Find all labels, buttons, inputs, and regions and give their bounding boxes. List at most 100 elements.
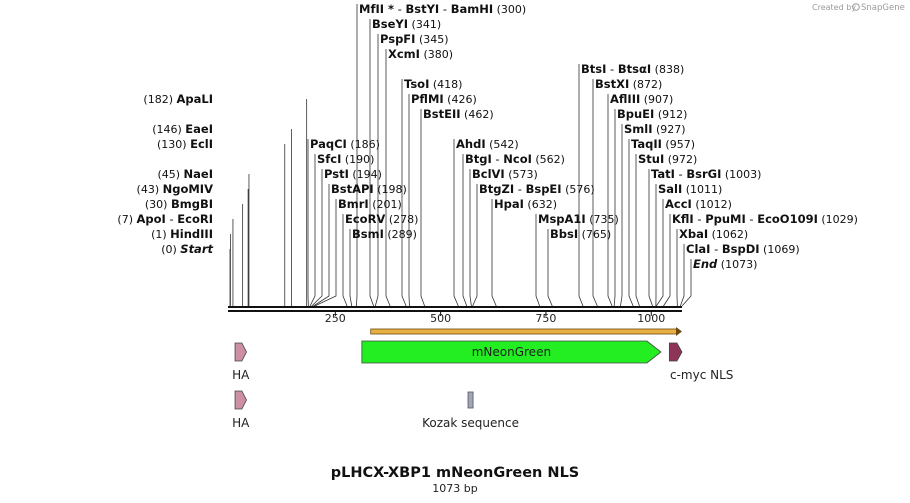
site-taqii[interactable]: TaqII (957) bbox=[631, 137, 695, 151]
restriction-sites: (0) Start(1) HindIII(7) ApoI - EcoRI(30)… bbox=[117, 2, 858, 271]
site-smli[interactable]: SmlI (927) bbox=[624, 122, 686, 136]
site-bseyi[interactable]: BseYI (341) bbox=[372, 17, 441, 31]
site-clai[interactable]: ClaI - BspDI (1069) bbox=[686, 242, 800, 256]
site-label: PflMI (426) bbox=[411, 92, 477, 106]
site-sfci[interactable]: SfcI (190) bbox=[317, 152, 374, 166]
site-pflmi[interactable]: PflMI (426) bbox=[411, 92, 477, 106]
site-afliii[interactable]: AflIII (907) bbox=[610, 92, 673, 106]
separator: - bbox=[710, 242, 721, 256]
site-position: (576) bbox=[562, 183, 595, 196]
site-hpai[interactable]: HpaI (632) bbox=[494, 197, 557, 211]
guide-line-right-22 bbox=[592, 79, 598, 307]
enzyme-name: BbsI bbox=[550, 227, 578, 241]
site-bmri[interactable]: BmrI (201) bbox=[338, 197, 402, 211]
guide-line-right-3 bbox=[313, 184, 330, 307]
site-label: StuI (972) bbox=[638, 152, 697, 166]
site-tati[interactable]: TatI - BsrGI (1003) bbox=[651, 167, 761, 181]
site-ngomiv[interactable]: (43) NgoMIV bbox=[137, 182, 214, 196]
site-bmgbi[interactable]: (30) BmgBI bbox=[145, 197, 213, 211]
site-position: (345) bbox=[415, 33, 448, 46]
site-label: BbsI (765) bbox=[550, 227, 611, 241]
site-sali[interactable]: SalI (1011) bbox=[658, 182, 722, 196]
enzyme-name: XbaI bbox=[679, 227, 708, 241]
site-label: (182) ApaLI bbox=[143, 92, 213, 106]
site-label: BtgZI - BspEI (576) bbox=[479, 182, 595, 196]
site-bstxi[interactable]: BstXI (872) bbox=[595, 77, 662, 91]
site-position: (341) bbox=[408, 18, 441, 31]
separator: - bbox=[394, 2, 405, 16]
site-xbai[interactable]: XbaI (1062) bbox=[679, 227, 748, 241]
site-label: AccI (1012) bbox=[665, 197, 732, 211]
site-end[interactable]: End (1073) bbox=[693, 257, 757, 271]
enzyme-name: TatI bbox=[651, 167, 675, 181]
enzyme-name: BseYI bbox=[372, 17, 408, 31]
site-bpuei[interactable]: BpuEI (912) bbox=[617, 107, 687, 121]
site-bbsi[interactable]: BbsI (765) bbox=[550, 227, 611, 241]
site-pspfi[interactable]: PspFI (345) bbox=[380, 32, 449, 46]
site-psti[interactable]: PstI (194) bbox=[324, 167, 382, 181]
feature-kozak-sequence[interactable]: Kozak sequence bbox=[422, 391, 519, 430]
enzyme-name: AhdI bbox=[456, 137, 486, 151]
site-ahdi[interactable]: AhdI (542) bbox=[456, 137, 519, 151]
site-position: (278) bbox=[385, 213, 418, 226]
site-position: (1073) bbox=[717, 258, 757, 271]
site-btgzi[interactable]: BtgZI - BspEI (576) bbox=[479, 182, 595, 196]
site-mfii[interactable]: MfII * - BstYI - BamHI (300) bbox=[359, 2, 526, 16]
feature-c-myc-nls[interactable]: c-myc NLS bbox=[668, 342, 733, 382]
site-position: (972) bbox=[664, 153, 697, 166]
feature-ha[interactable]: HA bbox=[232, 342, 250, 382]
site-mspa1i[interactable]: MspA1I (735) bbox=[538, 212, 619, 226]
orf-arrowhead-icon bbox=[676, 327, 682, 336]
ruler-label: 750 bbox=[535, 312, 556, 325]
site-position: (146) bbox=[152, 123, 185, 136]
site-position: (562) bbox=[532, 153, 565, 166]
site-start[interactable]: (0) Start bbox=[161, 242, 213, 256]
orf-bar[interactable] bbox=[370, 328, 679, 335]
site-apali[interactable]: (182) ApaLI bbox=[143, 92, 213, 106]
site-hindiii[interactable]: (1) HindIII bbox=[151, 227, 213, 241]
site-bsmi[interactable]: BsmI (289) bbox=[352, 227, 417, 241]
brand-label[interactable]: SnapGene bbox=[861, 3, 905, 13]
site-position: (1012) bbox=[692, 198, 732, 211]
guide-line-right-6 bbox=[349, 229, 353, 307]
enzyme-name: BtsαI bbox=[618, 62, 651, 76]
site-acci[interactable]: AccI (1012) bbox=[665, 197, 732, 211]
separator: - bbox=[514, 182, 525, 196]
enzyme-name: BstXI bbox=[595, 77, 629, 91]
enzyme-name: HindIII bbox=[170, 227, 213, 241]
site-paqci[interactable]: PaqCI (186) bbox=[310, 137, 380, 151]
enzyme-name: End bbox=[693, 257, 718, 271]
site-label: PstI (194) bbox=[324, 167, 382, 181]
enzyme-name: PspFI bbox=[380, 32, 415, 46]
feature-mneongreen[interactable]: mNeonGreen bbox=[361, 340, 662, 364]
site-stui[interactable]: StuI (972) bbox=[638, 152, 697, 166]
site-bclvi[interactable]: BclVI (573) bbox=[472, 167, 538, 181]
site-btgi[interactable]: BtgI - NcoI (562) bbox=[465, 152, 565, 166]
site-bsteii[interactable]: BstEII (462) bbox=[423, 107, 494, 121]
site-position: (1062) bbox=[708, 228, 748, 241]
guide-line-right-30 bbox=[655, 199, 664, 307]
site-eaei[interactable]: (146) EaeI bbox=[152, 122, 213, 136]
site-btsi[interactable]: BtsI - BtsαI (838) bbox=[581, 62, 684, 76]
site-label: (130) EclI bbox=[157, 137, 213, 151]
feature-ha[interactable]: HA bbox=[232, 390, 250, 430]
feature-label: mNeonGreen bbox=[472, 345, 551, 359]
site-label: BtgI - NcoI (562) bbox=[465, 152, 565, 166]
site-label: TatI - BsrGI (1003) bbox=[651, 167, 761, 181]
guide-line-right-17 bbox=[472, 184, 478, 307]
site-tsoi[interactable]: TsoI (418) bbox=[404, 77, 462, 91]
site-position: (573) bbox=[505, 168, 538, 181]
site-position: (0) bbox=[161, 243, 180, 256]
site-ecli[interactable]: (130) EclI bbox=[157, 137, 213, 151]
site-naei[interactable]: (45) NaeI bbox=[157, 167, 213, 181]
orf-arrow[interactable] bbox=[370, 327, 682, 336]
site-xcmi[interactable]: XcmI (380) bbox=[388, 47, 453, 61]
site-ecorv[interactable]: EcoRV (278) bbox=[345, 212, 418, 226]
enzyme-name: Start bbox=[180, 242, 213, 256]
enzyme-name: EcoO109I bbox=[757, 212, 818, 226]
site-apoi[interactable]: (7) ApoI - EcoRI bbox=[117, 212, 213, 226]
guide-line-right-2 bbox=[311, 169, 323, 307]
site-kfli[interactable]: KflI - PpuMI - EcoO109I (1029) bbox=[672, 212, 858, 226]
separator: - bbox=[675, 167, 686, 181]
site-bstapi[interactable]: BstAPI (198) bbox=[331, 182, 407, 196]
